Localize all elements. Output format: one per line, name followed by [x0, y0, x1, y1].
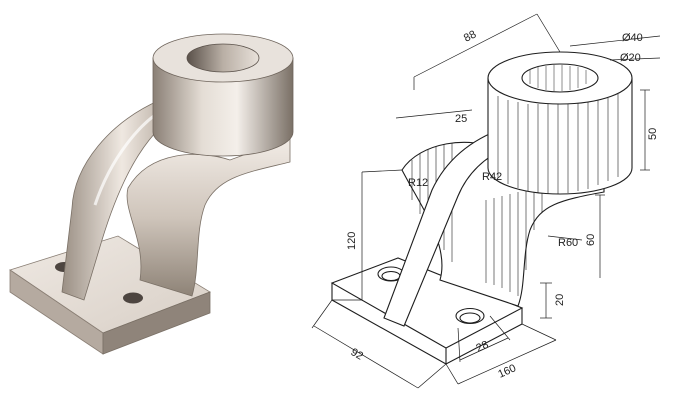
dim-radius-r12: R12: [408, 177, 428, 189]
base-plate: [9, 235, 211, 355]
dim-bore-diameter: Ø20: [620, 52, 641, 64]
drawing-boss-bore: [521, 63, 599, 93]
dim-web-height: 60: [585, 234, 597, 246]
dim-base-thickness: 20: [554, 294, 566, 306]
dim-outer-diameter: Ø40: [622, 32, 643, 44]
dimension-lines: [311, 13, 661, 389]
base-hole-right: [123, 292, 143, 304]
boss-bore: [186, 43, 260, 73]
drawing-base-plate: [330, 257, 524, 365]
dim-boss-span: 88: [462, 28, 478, 44]
drawing-top-boss: [487, 51, 633, 195]
dim-base-depth: 92: [349, 346, 366, 363]
top-boss: [152, 33, 294, 157]
curved-web: [126, 137, 291, 297]
dim-boss-height: 50: [647, 128, 659, 140]
dim-hole-spacing: 28: [474, 339, 490, 355]
dim-radius-r60: R60: [558, 237, 578, 249]
shaded-3d-model: [9, 33, 294, 355]
dim-overall-height: 120: [346, 232, 358, 250]
isometric-line-drawing: Ø40 Ø20 88 50 25 R12 R42 120 60 R60 20 2…: [311, 13, 661, 389]
dim-radius-r42: R42: [482, 171, 502, 183]
dim-rib-offset: 25: [455, 113, 467, 125]
